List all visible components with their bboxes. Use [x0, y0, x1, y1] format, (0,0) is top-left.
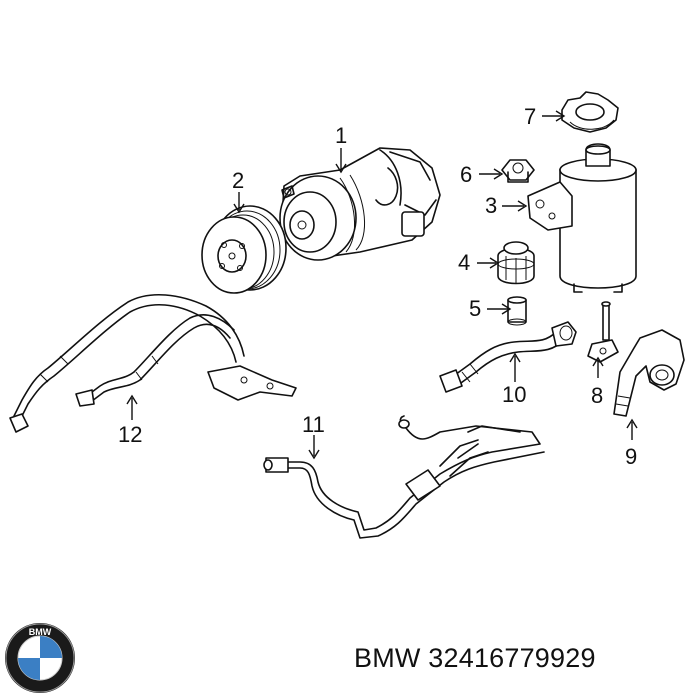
callout-4: 4	[458, 250, 470, 275]
callout-12: 12	[118, 422, 142, 447]
pump-pulley	[201, 205, 287, 294]
leader-lines	[126, 110, 638, 460]
callout-5: 5	[469, 296, 481, 321]
power-steering-pump	[279, 147, 441, 261]
reservoir-filter	[497, 241, 535, 285]
suction-hose	[439, 321, 577, 393]
bmw-logo: BMW	[5, 623, 75, 693]
pressure-line	[263, 415, 545, 539]
part-number-caption: BMW 32416779929	[354, 643, 596, 674]
callout-7: 7	[524, 104, 536, 129]
nut	[501, 159, 535, 183]
callout-10: 10	[502, 382, 526, 407]
callout-11: 11	[302, 412, 325, 437]
reservoir-cap	[561, 91, 619, 133]
connector-bolt	[587, 301, 619, 363]
callout-3: 3	[485, 193, 497, 218]
callout-9: 9	[625, 444, 637, 469]
fluid-reservoir	[527, 143, 637, 293]
part-number: 32416779929	[428, 643, 596, 673]
logo-lettering: BMW	[29, 627, 52, 637]
callout-2: 2	[232, 168, 244, 193]
callout-1: 1	[335, 123, 347, 148]
logo-blue-quadrant	[40, 636, 62, 658]
brand-name: BMW	[354, 643, 421, 673]
return-line	[9, 293, 297, 433]
callout-8: 8	[591, 383, 603, 408]
callout-6: 6	[460, 162, 472, 187]
sleeve	[507, 296, 527, 326]
return-hose	[613, 329, 685, 417]
